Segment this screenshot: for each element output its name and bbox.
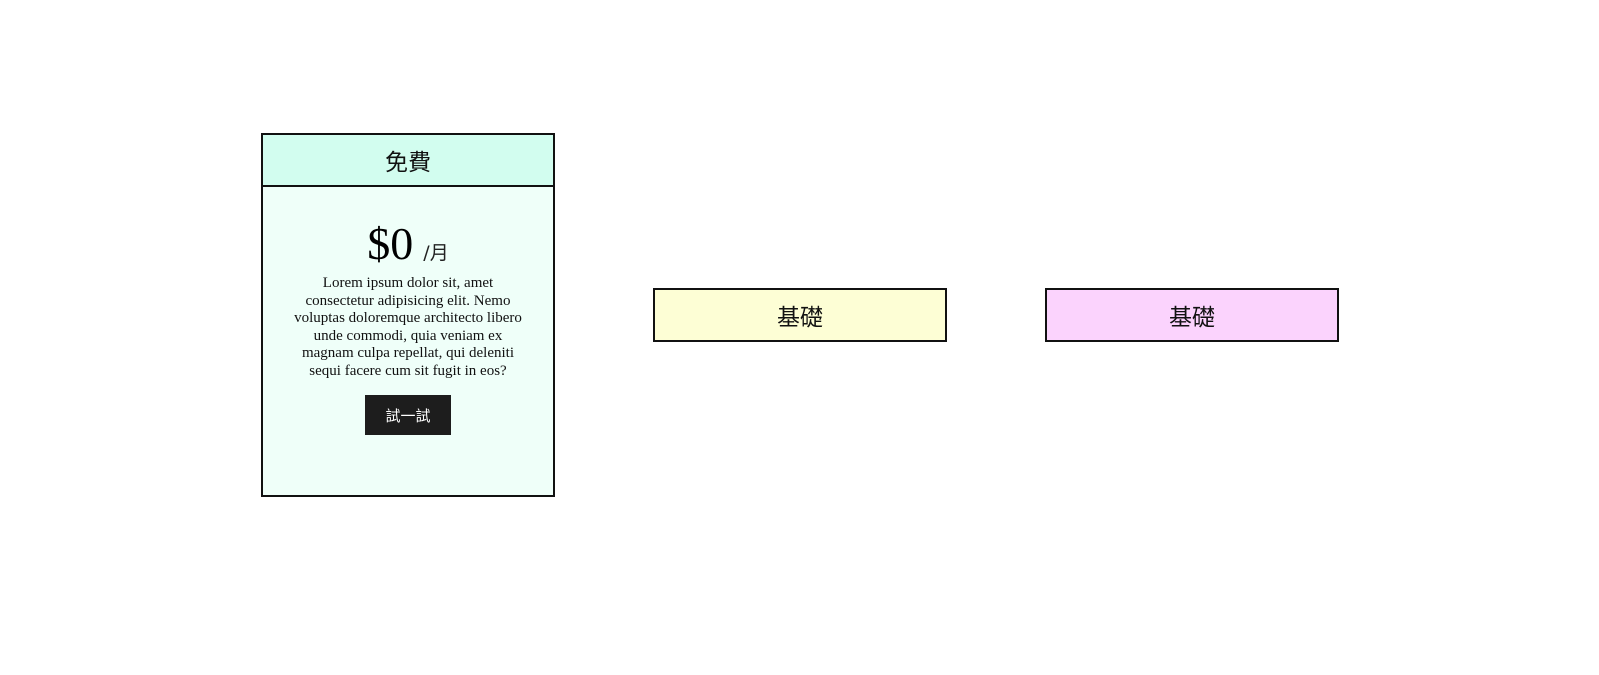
plan-price-unit: /月 <box>423 242 449 264</box>
price-row: $0 /月 <box>287 221 529 267</box>
pricing-card-basic-1: 基礎 <box>653 288 947 342</box>
plan-price: $0 <box>367 218 414 269</box>
plan-title: 基礎 <box>777 305 823 331</box>
plan-title: 基礎 <box>1169 305 1215 331</box>
plan-title: 免費 <box>263 135 553 187</box>
plan-description: Lorem ipsum dolor sit, amet consectetur … <box>294 275 522 379</box>
plan-body: $0 /月 Lorem ipsum dolor sit, amet consec… <box>263 187 553 435</box>
pricing-card-free: 免費 $0 /月 Lorem ipsum dolor sit, amet con… <box>261 133 555 497</box>
pricing-card-basic-2: 基礎 <box>1045 288 1339 342</box>
try-button[interactable]: 試一試 <box>365 395 451 435</box>
